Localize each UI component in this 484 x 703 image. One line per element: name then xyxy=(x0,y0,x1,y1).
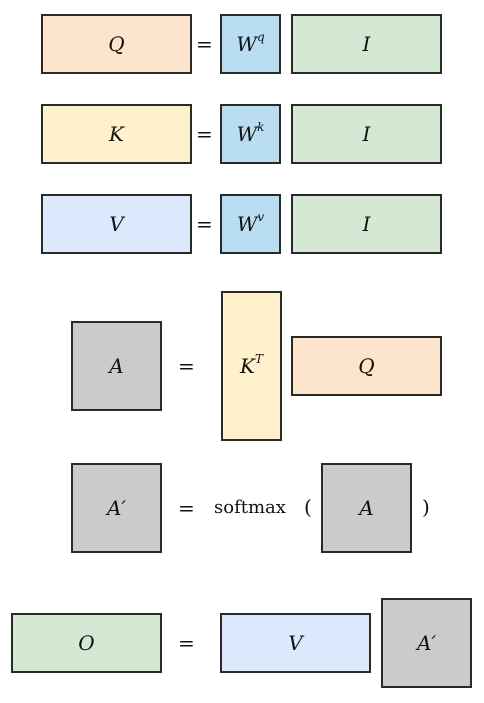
wv-matrix: Wv xyxy=(220,194,281,254)
equals-sign: = xyxy=(178,496,195,520)
softmax-argument-matrix: A xyxy=(321,463,412,553)
o-label: O xyxy=(78,631,95,655)
input-label: I xyxy=(362,122,371,146)
input-label: I xyxy=(362,32,371,56)
q-matrix-product: Q xyxy=(291,336,442,396)
attention-matrix: A xyxy=(71,321,162,411)
input-label: I xyxy=(362,212,371,236)
open-paren: ( xyxy=(304,495,312,519)
v-matrix-product: V xyxy=(220,613,371,673)
attention-prime-matrix: A′ xyxy=(71,463,162,553)
v-label: V xyxy=(288,631,303,655)
v-matrix: V xyxy=(41,194,192,254)
equals-sign: = xyxy=(178,631,195,655)
k-transpose-matrix: KT xyxy=(221,291,282,441)
equals-sign: = xyxy=(178,354,195,378)
k-matrix: K xyxy=(41,104,192,164)
wk-matrix: Wk xyxy=(220,104,281,164)
wv-label: Wv xyxy=(236,210,265,236)
v-label: V xyxy=(109,212,124,236)
a-label: A xyxy=(109,354,124,378)
input-matrix-v: I xyxy=(291,194,442,254)
a-prime-label: A′ xyxy=(107,496,126,520)
k-label: K xyxy=(109,122,124,146)
input-matrix-k: I xyxy=(291,104,442,164)
equals-sign: = xyxy=(196,32,213,56)
kt-label: KT xyxy=(240,352,263,378)
output-matrix: O xyxy=(11,613,162,673)
input-matrix-q: I xyxy=(291,14,442,74)
wq-matrix: Wq xyxy=(220,14,281,74)
wq-label: Wq xyxy=(236,30,265,56)
q-matrix: Q xyxy=(41,14,192,74)
softmax-label: softmax xyxy=(214,497,286,518)
a-label: A xyxy=(359,496,374,520)
q-label: Q xyxy=(358,354,375,378)
a-prime-label: A′ xyxy=(417,631,436,655)
equals-sign: = xyxy=(196,212,213,236)
close-paren: ) xyxy=(422,495,430,519)
q-label: Q xyxy=(108,32,125,56)
equals-sign: = xyxy=(196,122,213,146)
wk-label: Wk xyxy=(236,120,265,146)
attention-prime-product: A′ xyxy=(381,598,472,688)
